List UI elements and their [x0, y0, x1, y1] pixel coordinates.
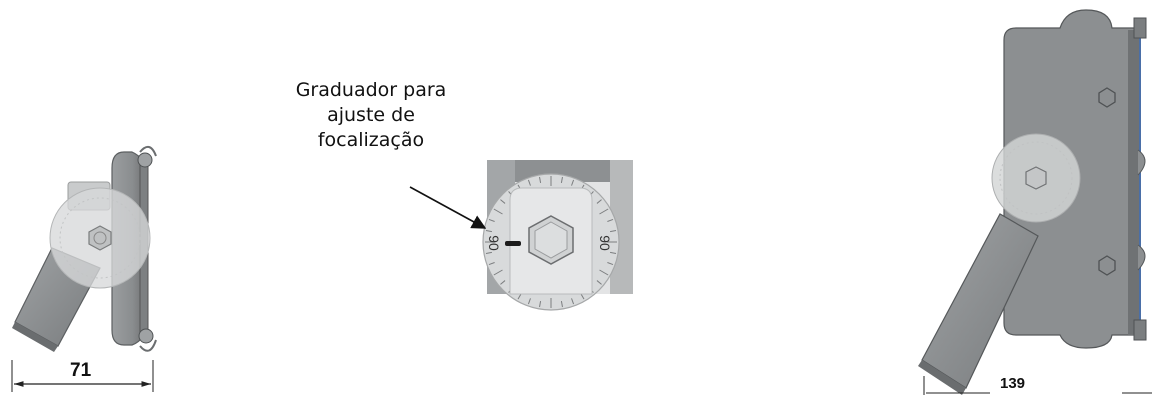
callout-line-3: focalização: [317, 129, 425, 151]
front-view-illustration: [918, 9, 1147, 395]
dial-tick: [571, 179, 575, 186]
dial-tick: [488, 262, 495, 266]
dimension-line-139: [923, 376, 1152, 395]
dial-tick: [596, 199, 602, 204]
dial-closeup: 90 90: [482, 160, 633, 311]
dial-tick: [610, 230, 617, 233]
dial-tick: [560, 176, 563, 183]
dimension-line-71: [11, 360, 154, 392]
front-view-width-label: 139: [1000, 375, 1026, 392]
focus-adjust-callout: Graduador para ajuste de focalização: [268, 78, 474, 153]
dial-tick: [560, 301, 563, 308]
callout-line-2: ajuste de: [327, 104, 415, 126]
dial-tick: [485, 230, 492, 233]
dial-tick: [493, 269, 503, 276]
dial-tick: [599, 269, 609, 276]
dial-tick: [607, 218, 614, 222]
dial-tick: [488, 218, 495, 222]
dial-tick: [527, 179, 531, 186]
side-view-width-label: 71: [70, 360, 92, 381]
dial-tick: [500, 280, 506, 285]
dial-tick: [500, 199, 506, 204]
dial-tick: [539, 176, 542, 183]
dial-tick: [599, 208, 609, 215]
side-view-illustration: [12, 145, 157, 352]
dial-tick: [596, 280, 602, 285]
dial-tick: [527, 298, 531, 305]
callout-line-1: Graduador para: [295, 79, 447, 101]
dial-tick: [493, 208, 503, 215]
dial-scale-right-label: 90: [597, 235, 613, 251]
dial-tick: [610, 251, 617, 254]
dial-tick: [485, 251, 492, 254]
dial-tick: [607, 262, 614, 266]
dial-scale-left-label: 90: [486, 235, 502, 251]
dial-tick: [571, 298, 575, 305]
callout-arrow: [409, 186, 487, 229]
dial-tick: [539, 301, 542, 308]
